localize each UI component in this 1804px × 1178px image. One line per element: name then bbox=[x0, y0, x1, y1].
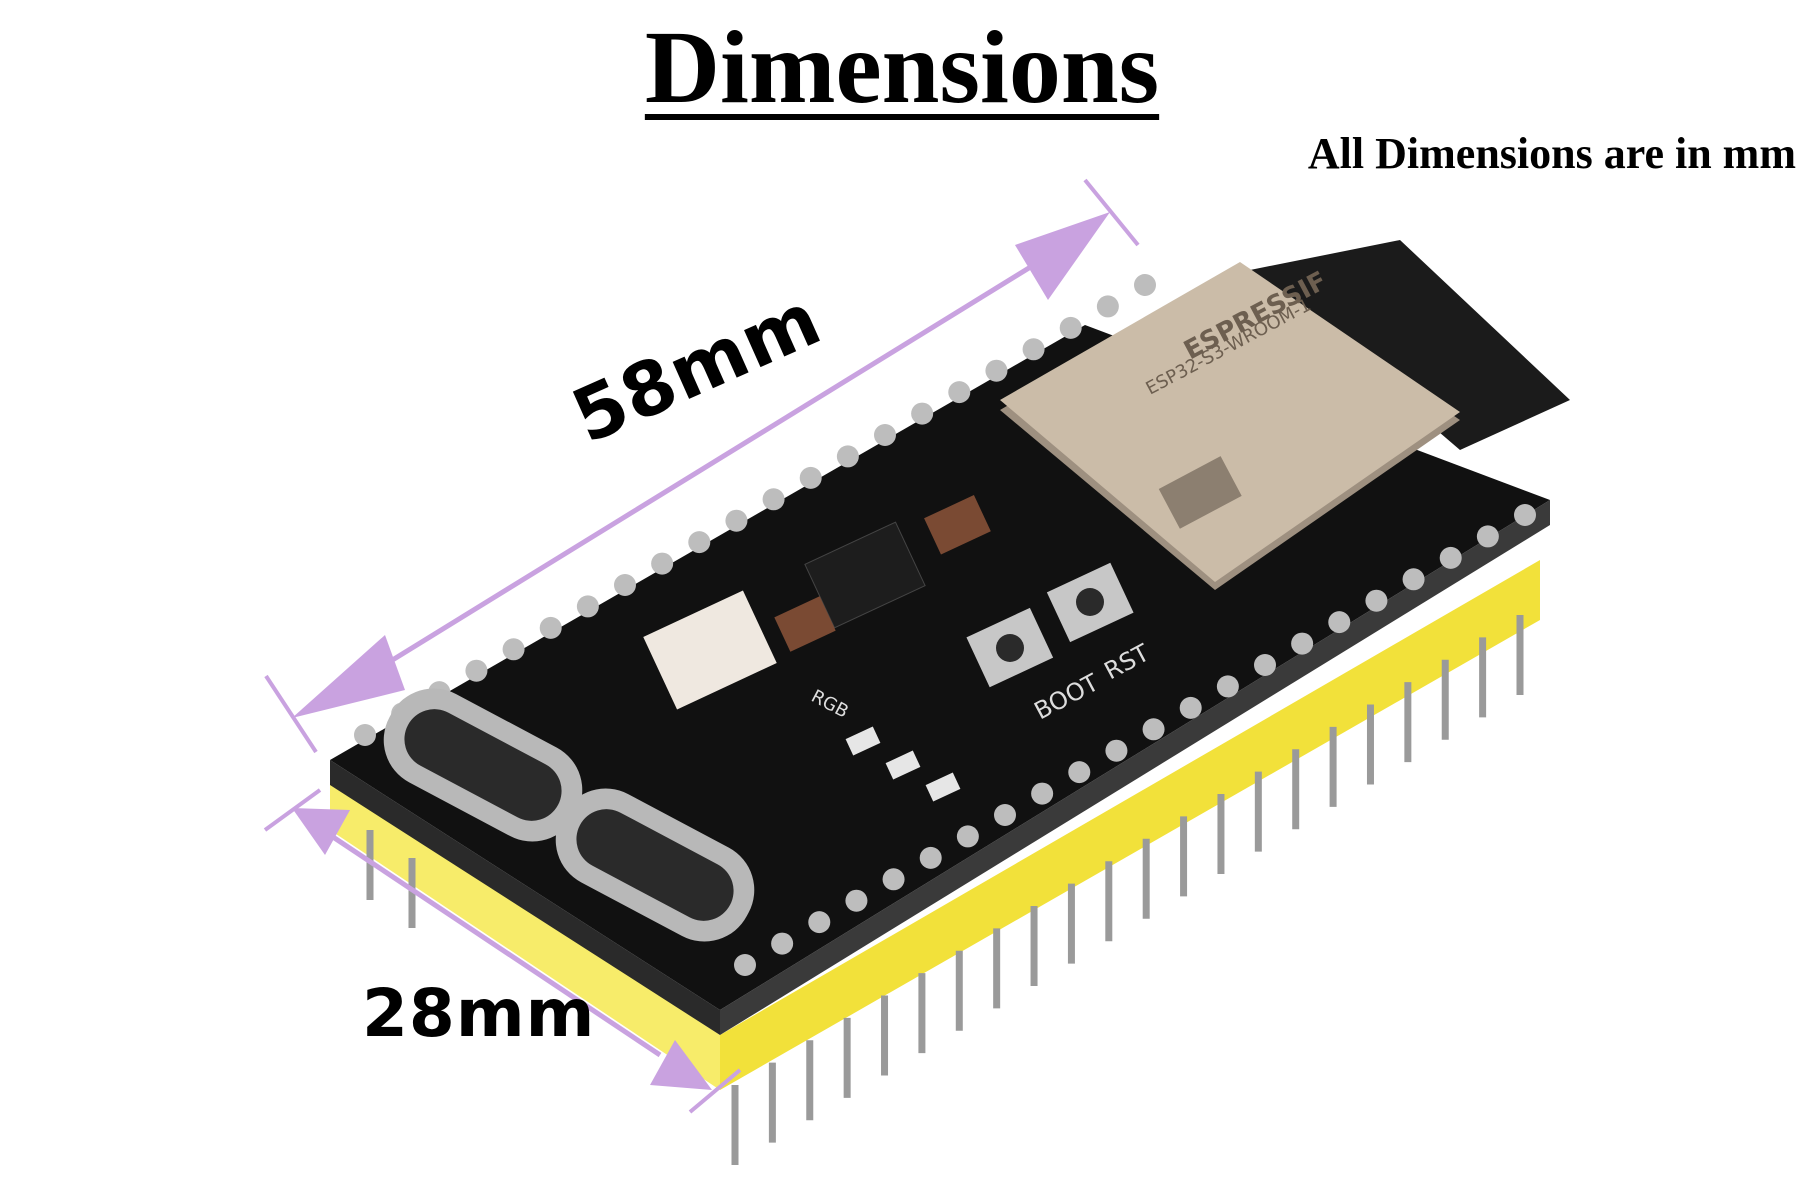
rgb-led bbox=[643, 590, 777, 710]
width-dimension-label: 28mm bbox=[362, 975, 596, 1052]
pin-pad bbox=[1134, 274, 1156, 296]
length-dimension-arrow bbox=[264, 178, 1140, 754]
pin-pad bbox=[1096, 295, 1119, 318]
pin-pad bbox=[502, 638, 525, 661]
voltage-regulator bbox=[804, 521, 926, 629]
pin-pad bbox=[1291, 632, 1314, 655]
status-led bbox=[925, 772, 961, 802]
pin-pad bbox=[465, 659, 488, 682]
rst-button bbox=[1046, 562, 1134, 643]
pin-pad bbox=[1022, 338, 1045, 361]
pin-pad bbox=[919, 846, 942, 869]
pin-pad bbox=[614, 574, 636, 596]
pin-pad bbox=[1328, 611, 1351, 634]
pin-pad bbox=[1059, 316, 1082, 339]
pin-pad bbox=[985, 359, 1008, 382]
pin-pad bbox=[1254, 654, 1276, 676]
pin-pad bbox=[1439, 546, 1462, 569]
pin-pad bbox=[799, 466, 822, 489]
pin-pad bbox=[1068, 761, 1091, 784]
capacitor bbox=[774, 596, 836, 652]
pin-pad bbox=[1514, 504, 1536, 526]
antenna bbox=[1250, 240, 1570, 450]
pin-pad bbox=[1142, 718, 1165, 741]
pin-pad bbox=[808, 911, 831, 934]
pin-pad bbox=[725, 509, 748, 532]
pin-pad bbox=[911, 402, 934, 425]
esp32-module: ESPRESSIF ESP32-S3-WROOM-1 bbox=[1000, 262, 1460, 590]
pin-pad bbox=[1179, 696, 1202, 719]
pin-pad bbox=[994, 804, 1016, 826]
boot-button bbox=[966, 607, 1054, 688]
pin-pad bbox=[845, 889, 868, 912]
pin-pad bbox=[1216, 675, 1239, 698]
pin-pad bbox=[734, 954, 756, 976]
yellow-header-strip bbox=[330, 560, 1540, 1090]
usb-c-port-1 bbox=[383, 688, 583, 842]
pin-pad bbox=[882, 868, 905, 891]
header-pins bbox=[366, 615, 1524, 1165]
pin-pad bbox=[874, 424, 896, 446]
pin-pad bbox=[539, 616, 562, 639]
pin-pad bbox=[771, 932, 794, 955]
pin-pad bbox=[1402, 568, 1425, 591]
pin-pad bbox=[1365, 589, 1388, 612]
pin-pad bbox=[651, 552, 674, 575]
pin-pad bbox=[948, 381, 971, 404]
status-led bbox=[885, 750, 921, 780]
pin-pad bbox=[762, 488, 785, 511]
units-note: All Dimensions are in mm bbox=[1307, 129, 1796, 178]
width-dimension-arrow bbox=[263, 788, 742, 1114]
page-title: Dimensions bbox=[644, 10, 1160, 125]
capacitor bbox=[924, 495, 991, 555]
usb-c-port-2 bbox=[555, 788, 755, 942]
pin-pad bbox=[688, 531, 711, 554]
pin-pad bbox=[354, 724, 376, 746]
pin-pad bbox=[956, 825, 979, 848]
pin-pad bbox=[836, 445, 859, 468]
pin-pad bbox=[576, 595, 599, 618]
pin-pad bbox=[1476, 525, 1499, 548]
pin-pad bbox=[1031, 782, 1054, 805]
pin-pad bbox=[1105, 739, 1128, 762]
status-led bbox=[845, 726, 881, 756]
